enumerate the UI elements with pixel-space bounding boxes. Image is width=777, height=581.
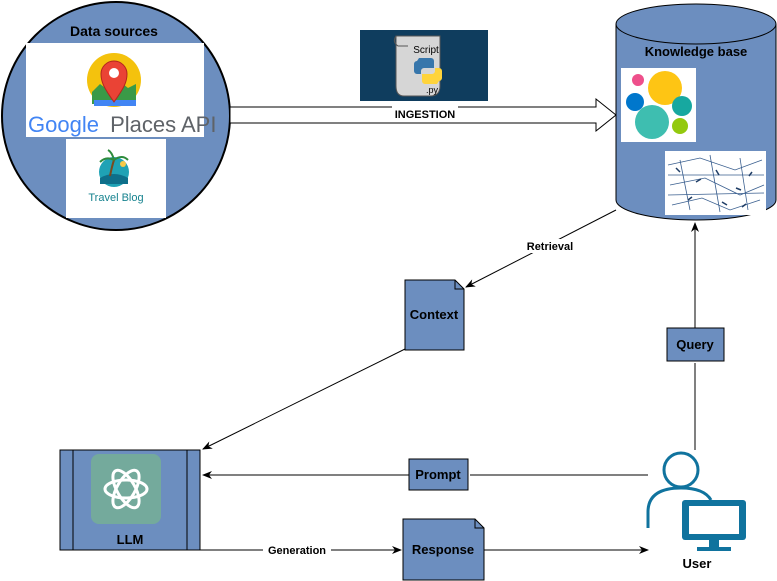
openai-icon — [91, 454, 161, 524]
travel-blog-text: Travel Blog — [88, 192, 143, 204]
python-icon — [414, 58, 442, 84]
ingestion-arrow: INGESTION — [229, 97, 617, 133]
generation-label: Generation — [268, 545, 326, 557]
prompt-label: Prompt — [415, 467, 461, 482]
knowledge-base-node: Knowledge base — [615, 3, 777, 221]
response-node: Response — [402, 518, 485, 581]
svg-text:Google Places API: Google Places API — [28, 112, 216, 137]
context-label: Context — [410, 307, 459, 322]
retrieval-label: Retrieval — [527, 241, 573, 253]
island-icon — [99, 149, 129, 187]
elasticsearch-logo — [621, 68, 696, 142]
query-node: Query — [666, 327, 725, 362]
monitor-icon — [682, 500, 746, 551]
response-label: Response — [412, 542, 474, 557]
python-script-badge: Script .py — [360, 30, 488, 101]
llm-label: LLM — [117, 532, 144, 547]
context-node: Context — [404, 279, 465, 351]
google-places-api-logo: Google Places API — [26, 43, 216, 137]
knowledge-base-title: Knowledge base — [645, 44, 748, 59]
query-label: Query — [676, 337, 714, 352]
ingestion-label: INGESTION — [395, 109, 456, 121]
user-label: User — [683, 556, 712, 571]
places-api-wordmark: Places API — [110, 112, 216, 137]
data-sources-node: Data sources Google Places API — [1, 1, 231, 231]
user-icon — [646, 451, 713, 528]
script-extension: .py — [426, 85, 439, 95]
llm-node: LLM — [59, 449, 201, 551]
travel-blog-logo: Travel Blog — [66, 139, 166, 218]
data-sources-title: Data sources — [70, 23, 158, 39]
prompt-node: Prompt — [408, 458, 469, 491]
context-to-llm-edge — [202, 348, 406, 450]
user-node: User — [646, 451, 746, 571]
google-wordmark: Google — [28, 112, 99, 137]
script-label: Script — [413, 45, 439, 56]
vector-graph-image — [665, 151, 766, 215]
map-pin-icon — [87, 53, 141, 107]
